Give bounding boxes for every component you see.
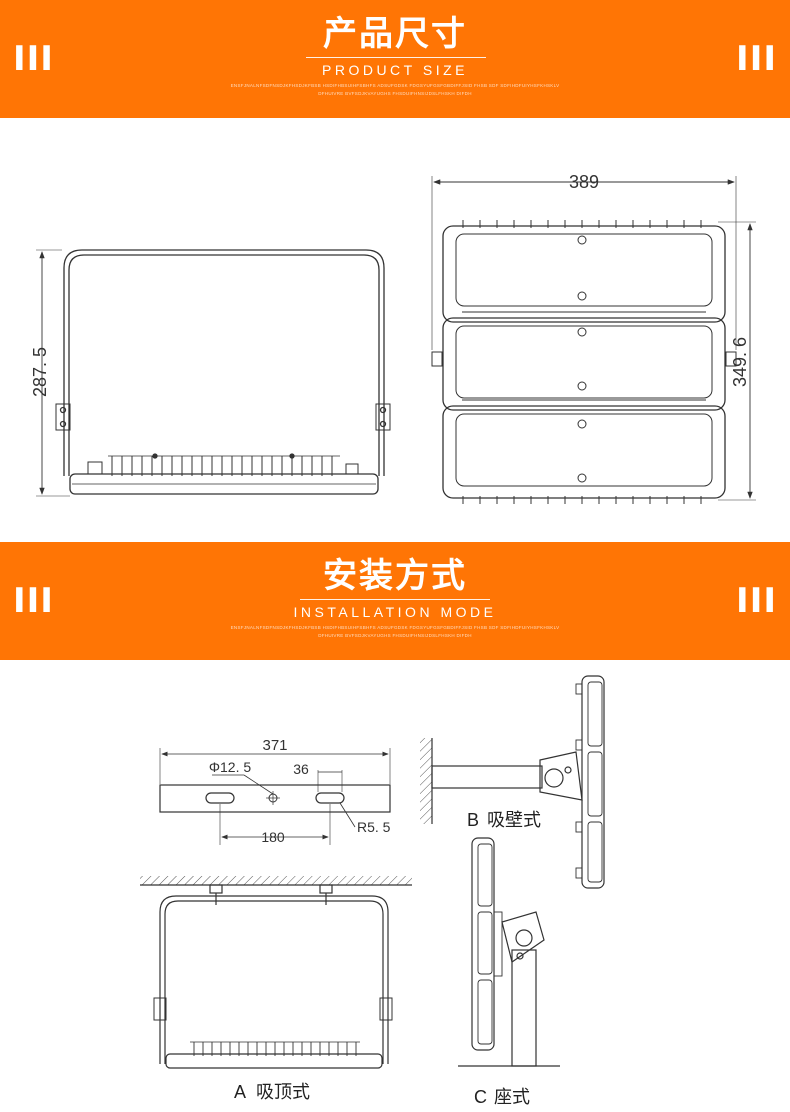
product-size-drawing: 287. 5 <box>30 172 756 504</box>
installation-mode-title: 安装方式 <box>323 556 467 596</box>
mount-b-letter: B <box>467 810 479 830</box>
banner-bars-right: III <box>736 39 777 79</box>
product-size-subtitle: PRODUCT SIZE <box>322 62 468 78</box>
side-height-dimension <box>36 249 70 497</box>
installation-drawing: 371 Φ12. 5 36 180 R5. 5 <box>140 675 605 1107</box>
banner-bars-right: III <box>736 581 777 621</box>
product-size-banner: III 产品尺寸 PRODUCT SIZE ENSFJNALNFSDFNSDJK… <box>0 0 790 118</box>
front-height-label: 349. 6 <box>730 337 750 387</box>
banner-bars-left: III <box>13 39 54 79</box>
seat-mount-drawing <box>458 837 560 1067</box>
front-view-drawing <box>431 220 737 504</box>
hole-diameter-label: Φ12. 5 <box>209 759 252 775</box>
ceiling-mount-drawing <box>140 876 412 1069</box>
front-height-dimension <box>718 221 756 501</box>
side-view-drawing <box>55 249 391 495</box>
product-size-title: 产品尺寸 <box>323 14 467 54</box>
bracket-drawing <box>159 784 391 813</box>
mount-a-letter: A <box>234 1082 246 1102</box>
bracket-dimensions <box>159 748 391 845</box>
banner-bars-left: III <box>13 581 54 621</box>
front-width-dimension <box>431 176 737 350</box>
title-rule <box>306 57 486 58</box>
mount-a-label: 吸顶式 <box>256 1082 310 1102</box>
mount-c-letter: C <box>474 1087 487 1107</box>
decorative-filler-text: ENSFJNALNFSDFNSDJKFHSDJKFBSB HSDIFHBSUIH… <box>230 625 560 638</box>
bracket-length-label: 371 <box>262 737 287 754</box>
front-width-label: 389 <box>569 172 599 192</box>
mount-c-label: 座式 <box>494 1087 530 1107</box>
installation-mode-banner: III 安装方式 INSTALLATION MODE ENSFJNALNFSDF… <box>0 542 790 660</box>
mount-b-label: 吸壁式 <box>487 810 541 830</box>
installation-mode-subtitle: INSTALLATION MODE <box>293 604 497 620</box>
title-rule <box>300 599 490 600</box>
slot-width-label: 36 <box>293 761 309 777</box>
slot-radius-label: R5. 5 <box>357 819 391 835</box>
hole-spacing-label: 180 <box>261 829 285 845</box>
wall-mount-drawing <box>420 675 605 889</box>
decorative-filler-text: ENSFJNALNFSDFNSDJKFHSDJKFBSB HSDIFHBSUIH… <box>230 83 560 96</box>
side-height-label: 287. 5 <box>30 347 50 397</box>
